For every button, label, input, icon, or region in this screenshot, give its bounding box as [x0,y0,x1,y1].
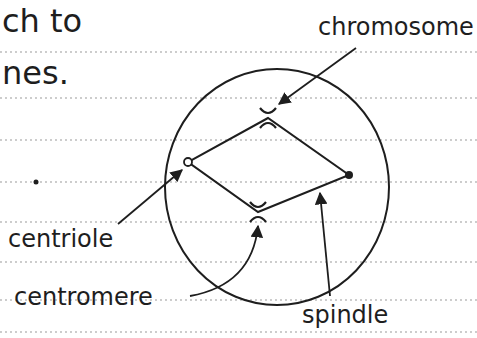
spindle-fibres [188,118,349,212]
partial-note-text: ch to [2,4,82,39]
part-label: centriole [8,226,113,252]
part-label: centromere [14,284,153,310]
chromosome-symbol [250,202,266,222]
stray-dot [34,180,39,185]
part-label: chromosome [318,14,474,40]
cell-outline [165,69,389,305]
leader-line [118,48,356,296]
chromosome-symbol [260,108,276,128]
part-label: spindle [302,302,388,328]
centriole-symbol [345,171,353,179]
ruled-lines [0,52,477,332]
partial-note-text: nes. [2,56,69,91]
centriole-symbol [184,158,192,166]
